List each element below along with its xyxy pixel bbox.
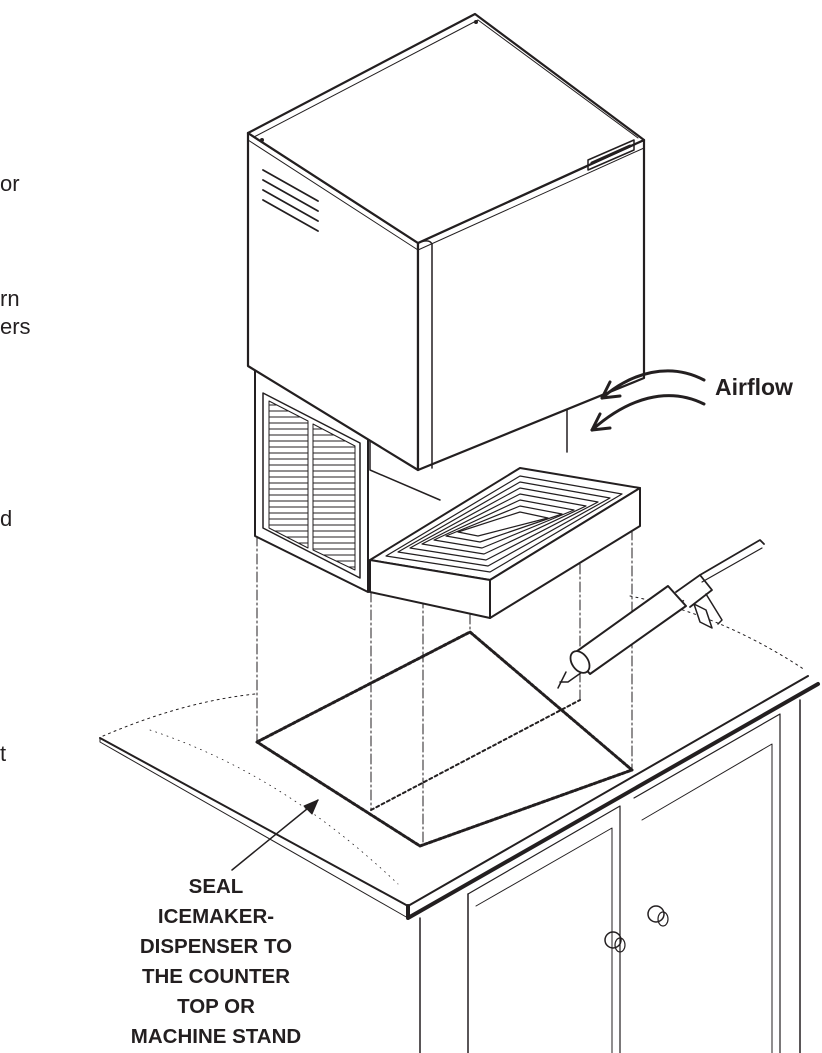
cabinet — [419, 699, 801, 1053]
callout-line: DISPENSER TO — [139, 935, 293, 958]
counter-top — [99, 595, 820, 920]
louvered-grille — [262, 392, 361, 579]
margin-fragment-5: t — [0, 741, 7, 766]
top-vent-slots — [262, 169, 319, 232]
callout-line: MACHINE STAND — [130, 1025, 302, 1048]
margin-fragment-3: ers — [0, 314, 31, 339]
drip-tray — [369, 467, 641, 619]
margin-fragment-2: rn — [0, 286, 20, 311]
seal-callout: SEAL ICEMAKER- DISPENSER TO THE COUNTER … — [120, 872, 312, 1052]
airflow-arrows — [590, 369, 706, 432]
nameplate — [587, 139, 635, 171]
callout-line: TOP OR — [177, 995, 255, 1018]
cabinet-knob-right — [647, 905, 669, 927]
cabinet-knob-left — [604, 931, 626, 953]
margin-fragment-4: d — [0, 506, 13, 531]
callout-arrowhead — [303, 799, 319, 815]
callout-leader — [231, 799, 319, 871]
callout-line: THE COUNTER — [141, 965, 291, 988]
airflow-label: Airflow — [715, 374, 793, 400]
callout-line: ICEMAKER- — [157, 905, 275, 928]
caulk-gun — [557, 539, 765, 689]
margin-fragment-1: or — [0, 171, 20, 196]
callout-line: SEAL — [188, 875, 244, 898]
base-section — [254, 369, 568, 593]
upper-cabinet — [246, 12, 646, 472]
